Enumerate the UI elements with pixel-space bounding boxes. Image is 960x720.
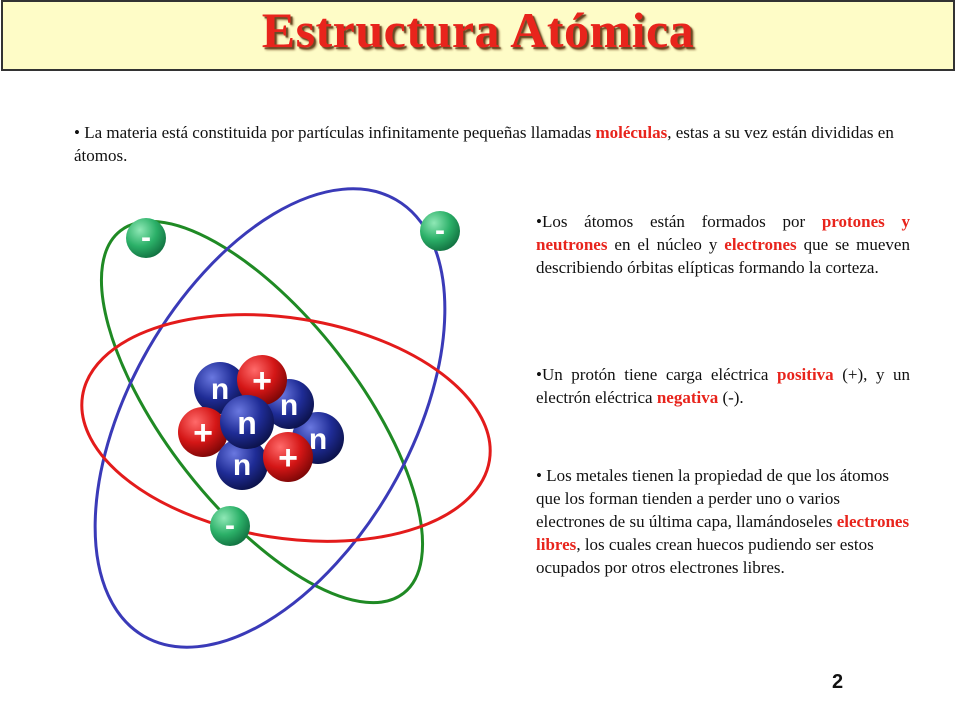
orbit-blue bbox=[93, 187, 447, 649]
bullet: • bbox=[74, 123, 80, 142]
page-number: 2 bbox=[832, 671, 844, 693]
electron-symbol: - bbox=[435, 214, 445, 247]
paragraph-molecules: • La materia está constituida por partíc… bbox=[74, 121, 904, 167]
electron-symbol: - bbox=[225, 509, 235, 542]
neutron-symbol: n bbox=[280, 389, 298, 422]
bullet: • bbox=[536, 365, 542, 384]
electron: - bbox=[420, 211, 460, 251]
highlight-free-electrons: electrones libres bbox=[536, 512, 910, 554]
text: Los metales tienen la propiedad de que l… bbox=[536, 466, 889, 531]
highlight-positive: positiva bbox=[776, 365, 834, 384]
neutron-symbol: n bbox=[237, 405, 257, 441]
text: La materia está constituida por partícul… bbox=[79, 123, 596, 142]
highlight-negative: negativa bbox=[656, 388, 719, 407]
highlight-electrons: electrones bbox=[724, 235, 797, 254]
proton-symbol: + bbox=[193, 414, 213, 452]
proton-symbol: + bbox=[278, 439, 298, 477]
electron: - bbox=[126, 218, 166, 258]
text: en el núcleo y bbox=[607, 235, 725, 254]
proton: + bbox=[178, 407, 228, 457]
page-title: Estructura Atómica bbox=[261, 2, 695, 58]
text: (+), y un electrón eléctrica bbox=[536, 365, 910, 407]
electron-symbol: - bbox=[141, 221, 151, 254]
paragraph-atom-structure: •Los átomos están formados por protones … bbox=[536, 210, 910, 279]
neutron-symbol: n bbox=[309, 423, 327, 456]
neutron: n bbox=[220, 395, 274, 449]
text: , estas a su vez están divididas en átom… bbox=[74, 123, 894, 165]
paragraph-charges: •Un protón tiene carga eléctrica positiv… bbox=[536, 363, 910, 409]
bullet: • bbox=[536, 212, 542, 231]
text: que se mueven describiendo órbitas elípt… bbox=[536, 235, 910, 277]
text: Un protón tiene carga eléctrica bbox=[541, 365, 777, 384]
nucleus: n n n + + n n + bbox=[178, 355, 344, 490]
bullet: • bbox=[536, 466, 542, 485]
atom-diagram: n n n + + n n + bbox=[80, 187, 492, 649]
neutron-symbol: n bbox=[233, 449, 251, 482]
text: (-). bbox=[718, 388, 744, 407]
highlight-protons-neutrons: protones y neutrones bbox=[536, 212, 910, 254]
highlight-molecules: moléculas bbox=[595, 123, 668, 142]
text: , los cuales crean huecos pudiendo ser e… bbox=[536, 535, 874, 577]
proton-symbol: + bbox=[252, 362, 272, 400]
proton: + bbox=[263, 432, 313, 482]
orbit-red bbox=[80, 313, 492, 543]
proton: + bbox=[237, 355, 287, 405]
text: Los átomos están formados por bbox=[541, 212, 822, 231]
orbit-green bbox=[99, 219, 425, 605]
title-banner: Estructura Atómica bbox=[1, 0, 955, 71]
neutron: n bbox=[216, 438, 268, 490]
electron: - bbox=[210, 506, 250, 546]
neutron-symbol: n bbox=[211, 373, 229, 406]
paragraph-free-electrons: • Los metales tienen la propiedad de que… bbox=[536, 464, 910, 579]
